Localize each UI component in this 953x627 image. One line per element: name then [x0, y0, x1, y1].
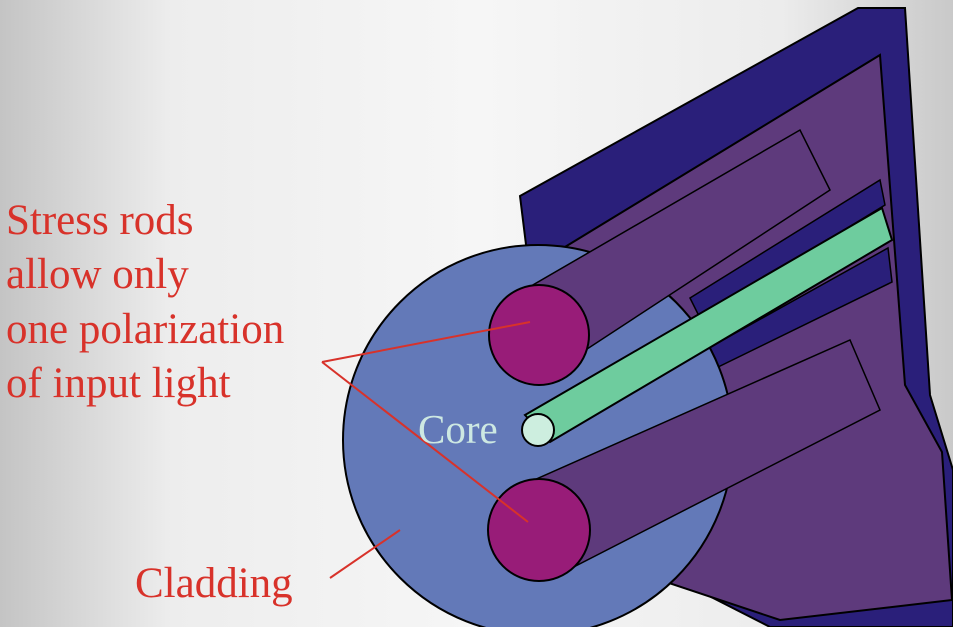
- pointer-line-cladding: [329, 529, 401, 579]
- stress-rods-label-line-3: one polarization: [6, 306, 284, 353]
- core-face: [521, 413, 555, 447]
- upper-groove: [689, 178, 886, 320]
- upper-stress-rod: [488, 284, 590, 386]
- stress-rods-label-line-2: allow only: [6, 251, 189, 298]
- lower-stress-rod: [487, 478, 591, 582]
- core-label: Core: [418, 406, 498, 452]
- stress-rods-label-line-1: Stress rods: [6, 197, 194, 244]
- pointer-line-upper-rod: [321, 321, 531, 363]
- pointer-line-lower-rod: [321, 361, 529, 523]
- stress-rods-label-line-4: of input light: [6, 360, 231, 407]
- cladding-label: Cladding: [135, 560, 293, 607]
